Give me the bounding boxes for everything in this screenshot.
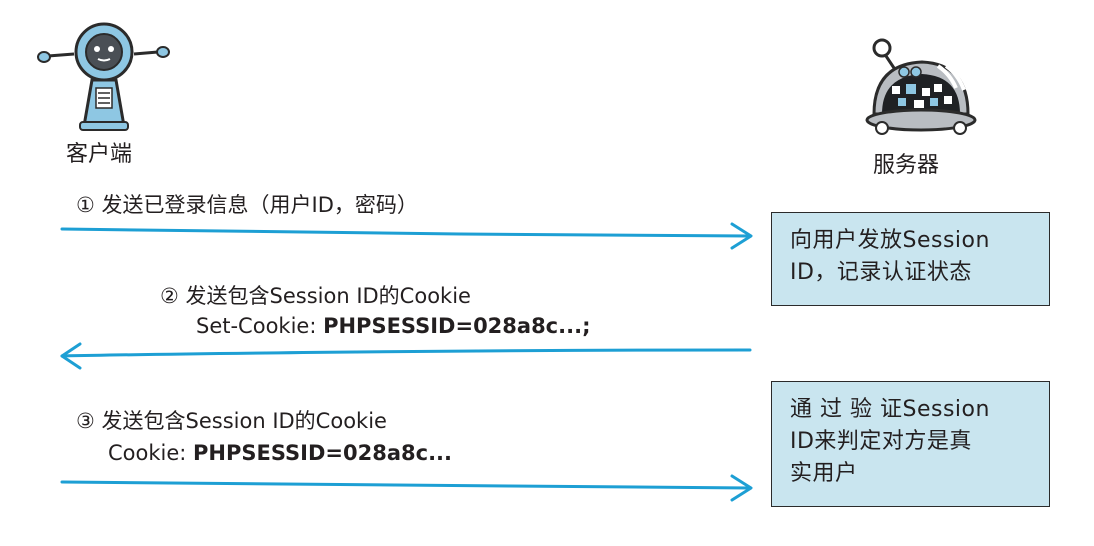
note-2-line-2: ID来判定对方是真 — [790, 429, 972, 454]
step-3-label: 发送包含Session ID的Cookie — [101, 409, 387, 433]
step-2-header-name: Set-Cookie: — [196, 314, 324, 338]
step-1-label: 发送已登录信息（用户ID，密码） — [101, 193, 418, 217]
step-2-marker: ② — [160, 284, 179, 308]
step-1-arrow-right — [60, 222, 753, 250]
step-3-arrow-right — [60, 474, 753, 502]
step-3-marker: ③ — [76, 409, 95, 433]
server-note-issue-session: 向用户发放Session ID，记录认证状态 — [771, 212, 1050, 306]
note-2-line-3: 实用户 — [790, 461, 858, 486]
client-robot-icon — [37, 22, 170, 131]
note-1-line-2: ID，记录认证状态 — [790, 260, 972, 285]
step-2-arrow-left — [60, 342, 752, 370]
step-3-header-name: Cookie: — [108, 441, 194, 465]
server-label: 服务器 — [873, 153, 940, 178]
client-label: 客户端 — [66, 142, 133, 167]
step-2-header-value: PHPSESSID=028a8c...; — [323, 314, 591, 338]
server-note-verify-session: 通 过 验 证Session ID来判定对方是真 实用户 — [771, 381, 1050, 507]
step-3-header: Cookie: PHPSESSID=028a8c... — [108, 438, 452, 468]
note-1-line-1: 向用户发放Session — [790, 228, 990, 253]
step-1-text: ① 发送已登录信息（用户ID，密码） — [76, 190, 418, 220]
step-2-header: Set-Cookie: PHPSESSID=028a8c...; — [196, 311, 590, 341]
step-2-label: 发送包含Session ID的Cookie — [185, 284, 471, 308]
note-2-line-1: 通 过 验 证Session — [790, 397, 990, 422]
step-3-header-value: PHPSESSID=028a8c... — [193, 441, 453, 465]
server-robot-icon — [865, 38, 977, 135]
step-3-text: ③ 发送包含Session ID的Cookie — [76, 406, 387, 436]
step-2-text: ② 发送包含Session ID的Cookie — [160, 281, 471, 311]
step-1-marker: ① — [76, 193, 95, 217]
